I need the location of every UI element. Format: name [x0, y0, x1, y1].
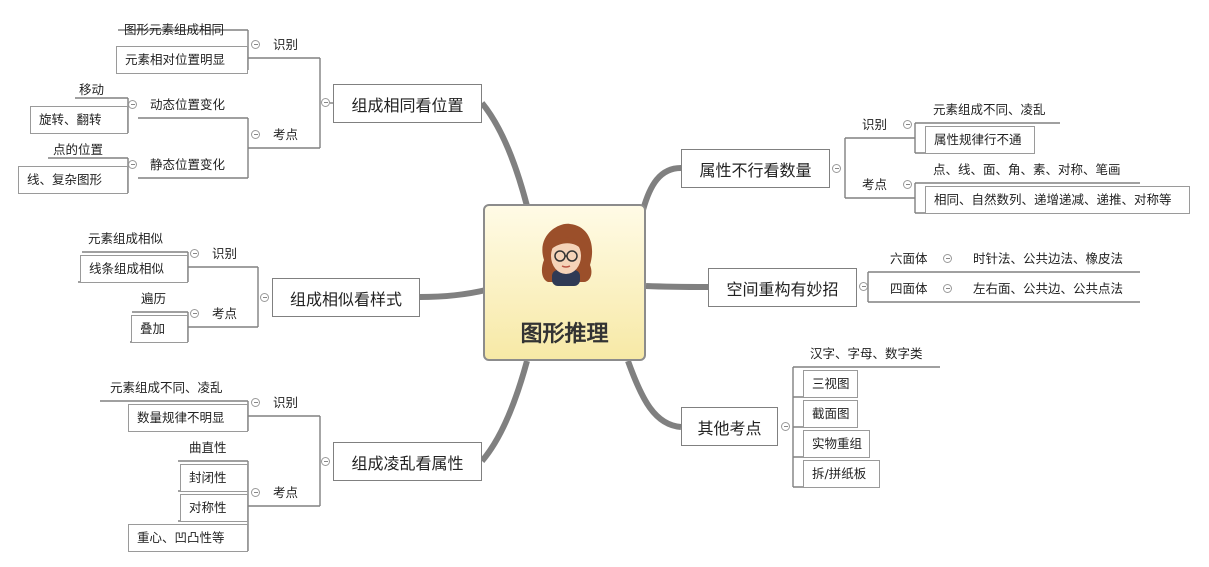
leaf-item[interactable]: 元素组成相似 — [88, 231, 164, 246]
connector-center-branch1 — [479, 101, 530, 207]
collapse-toggle-icon[interactable] — [781, 422, 790, 431]
leaf-item[interactable]: 遍历 — [141, 291, 167, 306]
leaf-item[interactable]: 线条组成相似 — [80, 255, 188, 283]
leaf-item[interactable]: 移动 — [79, 82, 105, 97]
group-label-test-points[interactable]: 考点 — [862, 177, 888, 192]
connector-center-branch2 — [419, 287, 487, 300]
group-label-identify[interactable]: 识别 — [273, 37, 299, 52]
leaf-item[interactable]: 拆/拼纸板 — [803, 460, 880, 488]
leaf-item[interactable]: 对称性 — [180, 494, 248, 522]
branch-quantity[interactable]: 属性不行看数量 — [681, 149, 830, 188]
leaf-item[interactable]: 叠加 — [131, 315, 188, 343]
branch-other[interactable]: 其他考点 — [681, 407, 778, 446]
collapse-toggle-icon[interactable] — [321, 457, 330, 466]
leaf-item[interactable]: 封闭性 — [180, 464, 248, 492]
leaf-item[interactable]: 三视图 — [803, 370, 858, 398]
collapse-toggle-icon[interactable] — [128, 100, 137, 109]
leaf-item[interactable]: 汉字、字母、数字类 — [810, 346, 923, 361]
branch-composition-similar[interactable]: 组成相似看样式 — [272, 278, 420, 317]
leaf-item[interactable]: 左右面、公共边、公共点法 — [973, 281, 1124, 296]
connector-center-branch6 — [625, 359, 682, 430]
group-label-hexahedron[interactable]: 六面体 — [890, 251, 928, 266]
group-label-identify[interactable]: 识别 — [212, 246, 238, 261]
leaf-item[interactable]: 点、线、面、角、素、对称、笔画 — [933, 162, 1121, 177]
collapse-toggle-icon[interactable] — [251, 398, 260, 407]
collapse-toggle-icon[interactable] — [251, 40, 260, 49]
collapse-toggle-icon[interactable] — [190, 309, 199, 318]
central-topic[interactable]: 图形推理 — [483, 204, 646, 361]
connector-center-branch4 — [640, 165, 682, 211]
leaf-item[interactable]: 元素组成不同、凌乱 — [933, 102, 1046, 117]
central-topic-title: 图形推理 — [520, 322, 609, 347]
collapse-toggle-icon[interactable] — [190, 249, 199, 258]
collapse-toggle-icon[interactable] — [832, 164, 841, 173]
connector-center-branch3 — [479, 360, 530, 463]
collapse-toggle-icon[interactable] — [943, 254, 952, 263]
leaf-item[interactable]: 截面图 — [803, 400, 858, 428]
group-label-identify[interactable]: 识别 — [862, 117, 888, 132]
collapse-toggle-icon[interactable] — [321, 98, 330, 107]
leaf-item[interactable]: 线、复杂图形 — [18, 166, 128, 194]
leaf-item[interactable]: 曲直性 — [189, 440, 227, 455]
leaf-item[interactable]: 点的位置 — [53, 142, 104, 157]
leaf-item[interactable]: 数量规律不明显 — [128, 404, 248, 432]
collapse-toggle-icon[interactable] — [260, 293, 269, 302]
collapse-toggle-icon[interactable] — [903, 120, 912, 129]
connector-center-branch5 — [645, 283, 709, 290]
leaf-item[interactable]: 实物重组 — [803, 430, 870, 458]
group-label-identify[interactable]: 识别 — [273, 395, 299, 410]
group-label-test-points[interactable]: 考点 — [273, 485, 299, 500]
leaf-item[interactable]: 重心、凹凸性等 — [128, 524, 248, 552]
leaf-item[interactable]: 属性规律行不通 — [925, 126, 1035, 154]
collapse-toggle-icon[interactable] — [859, 282, 868, 291]
group-label-tetrahedron[interactable]: 四面体 — [890, 281, 928, 296]
collapse-toggle-icon[interactable] — [251, 488, 260, 497]
group-label-test-points[interactable]: 考点 — [273, 127, 299, 142]
leaf-item[interactable]: 旋转、翻转 — [30, 106, 128, 134]
avatar-icon — [541, 223, 593, 286]
leaf-item[interactable]: 图形元素组成相同 — [124, 22, 225, 37]
leaf-item[interactable]: 元素组成不同、凌乱 — [110, 380, 223, 395]
leaf-item[interactable]: 相同、自然数列、递增递减、递推、对称等 — [925, 186, 1190, 214]
branch-spatial[interactable]: 空间重构有妙招 — [708, 268, 857, 307]
branch-composition-messy[interactable]: 组成凌乱看属性 — [333, 442, 482, 481]
collapse-toggle-icon[interactable] — [128, 160, 137, 169]
subgroup-label[interactable]: 静态位置变化 — [150, 157, 226, 172]
branch-composition-same[interactable]: 组成相同看位置 — [333, 84, 482, 123]
collapse-toggle-icon[interactable] — [251, 130, 260, 139]
collapse-toggle-icon[interactable] — [903, 180, 912, 189]
leaf-item[interactable]: 元素相对位置明显 — [116, 46, 248, 74]
subgroup-label[interactable]: 动态位置变化 — [150, 97, 226, 112]
group-label-test-points[interactable]: 考点 — [212, 306, 238, 321]
collapse-toggle-icon[interactable] — [943, 284, 952, 293]
leaf-item[interactable]: 时针法、公共边法、橡皮法 — [973, 251, 1124, 266]
